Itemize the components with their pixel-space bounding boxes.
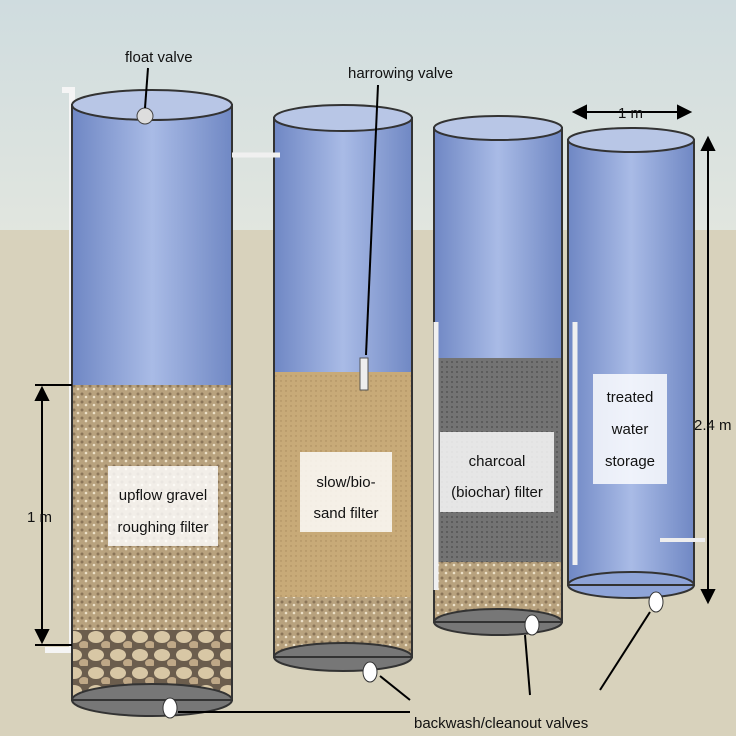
tank3-label-line1: charcoal bbox=[469, 453, 526, 470]
gravel-depth-label: 1 m bbox=[27, 509, 52, 526]
backwash-valve-4 bbox=[648, 591, 664, 613]
harrowing-valve bbox=[359, 357, 369, 391]
label-box bbox=[300, 452, 392, 532]
harrowing-valve-label: harrowing valve bbox=[348, 65, 453, 82]
tank-bio-sand-filter bbox=[273, 104, 413, 683]
backwash-valve-2 bbox=[362, 661, 378, 683]
tank3-label-line2: (biochar) filter bbox=[451, 484, 543, 501]
tank2-label-line1: slow/bio- bbox=[316, 474, 375, 491]
tank4-label-line2: water bbox=[611, 421, 649, 438]
label-box bbox=[593, 374, 667, 484]
float-valve-label: float valve bbox=[125, 49, 193, 66]
tank4-label-line3: storage bbox=[605, 453, 655, 470]
label-box bbox=[440, 432, 554, 512]
tank1-label-line1: upflow gravel bbox=[119, 487, 207, 504]
tank-gravel-roughing-filter bbox=[71, 89, 233, 719]
width-dimension-label: 1 m bbox=[618, 105, 643, 122]
backwash-valves-label: backwash/cleanout valves bbox=[414, 715, 588, 732]
height-dimension-label: 2.4 m bbox=[694, 417, 732, 434]
tank1-label-line2: roughing filter bbox=[118, 519, 209, 536]
tank2-label-line2: sand filter bbox=[313, 505, 378, 522]
backwash-valve-3 bbox=[524, 614, 540, 636]
tank-treated-water-storage bbox=[567, 127, 705, 613]
dimension-arrows bbox=[34, 67, 716, 713]
float-valve-ball bbox=[136, 107, 154, 125]
label-box bbox=[108, 466, 218, 546]
tank-charcoal-filter bbox=[433, 115, 563, 636]
tank4-label-line1: treated bbox=[607, 389, 654, 406]
backwash-valve-1 bbox=[162, 697, 178, 719]
